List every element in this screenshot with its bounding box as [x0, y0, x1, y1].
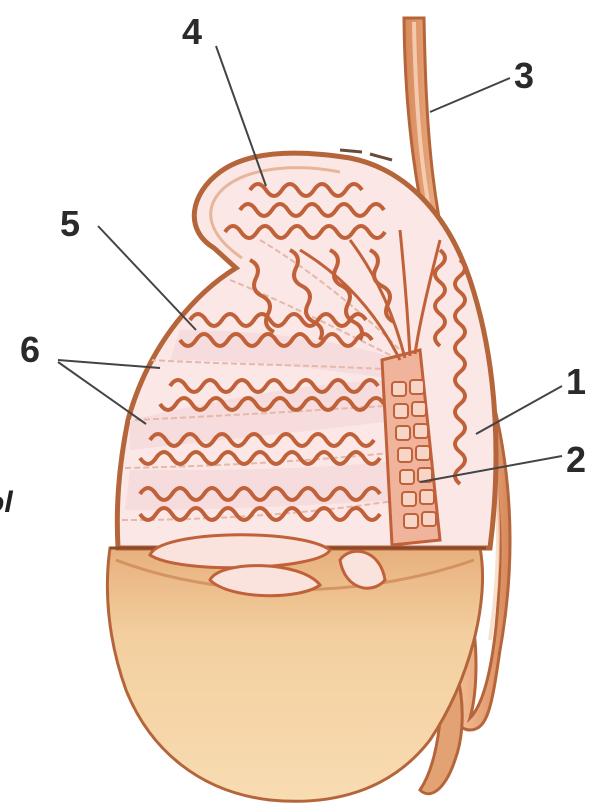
edge-glyph: ol	[0, 486, 13, 519]
label-1: 1	[566, 361, 586, 402]
label-3: 3	[514, 55, 534, 96]
leader-6b	[58, 362, 146, 424]
label-6: 6	[20, 329, 40, 370]
leader-3	[430, 78, 510, 112]
label-5: 5	[60, 203, 80, 244]
leader-5	[98, 226, 196, 330]
label-4: 4	[182, 11, 202, 52]
label-2: 2	[566, 439, 586, 480]
leader-6a	[58, 360, 160, 368]
